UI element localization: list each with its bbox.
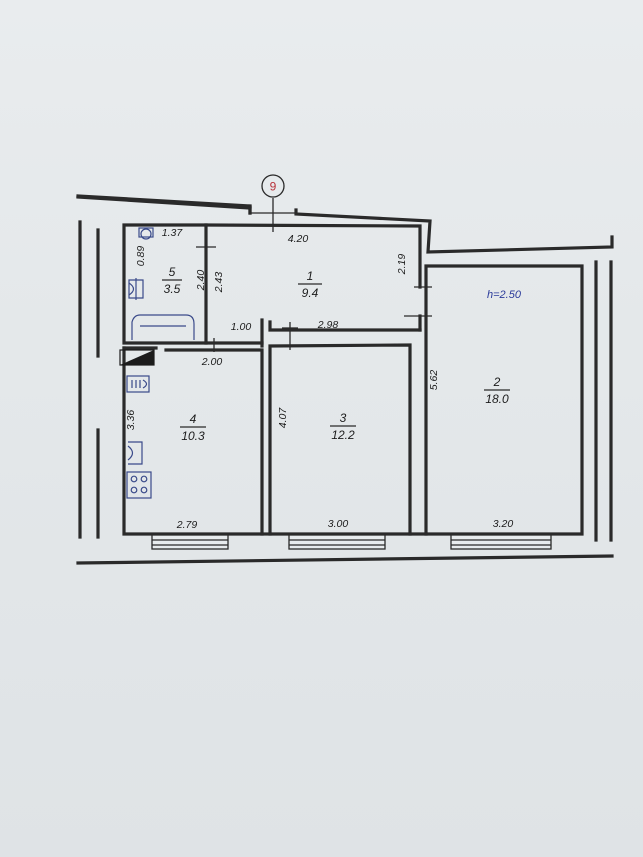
dim-room2-left: 5.62 <box>428 370 440 391</box>
dim-kitchen-bottom: 2.79 <box>176 519 198 531</box>
interior-walls <box>122 223 584 536</box>
room-4-area: 10.3 <box>181 429 205 443</box>
room-labels: 1 9.4 2 18.0 3 12.2 4 10.3 5 3.5 <box>162 265 510 443</box>
room-5-area: 3.5 <box>164 282 181 296</box>
dim-room3-left: 4.07 <box>277 407 289 429</box>
dim-hall-bottom-a: 1.00 <box>231 321 252 333</box>
kitchen-basin-icon <box>127 441 143 465</box>
room-4-number: 4 <box>190 412 197 426</box>
dim-room2-bottom: 3.20 <box>493 518 514 530</box>
dim-hall-left-a: 2.40 <box>195 270 207 292</box>
door-marks <box>196 238 432 352</box>
room-3-number: 3 <box>340 411 347 425</box>
dim-hall-right: 2.19 <box>396 254 408 276</box>
room-3-area: 12.2 <box>331 428 355 442</box>
room-3-label: 3 12.2 <box>330 411 356 442</box>
kitchen-sink-icon <box>126 375 150 393</box>
dim-hall-left-b: 2.43 <box>213 272 225 294</box>
window-room-3 <box>288 534 386 550</box>
vent-shaft-icon <box>119 349 155 366</box>
sink-icon <box>128 278 144 300</box>
room-2-label: 2 18.0 <box>484 375 510 406</box>
stove-icon <box>126 471 152 499</box>
room-5-label: 5 3.5 <box>162 265 182 296</box>
dim-bath-left: 0.89 <box>135 246 147 267</box>
bathtub-icon <box>131 314 195 340</box>
room-5-number: 5 <box>169 265 176 279</box>
ceiling-height-note: h=2.50 <box>487 289 522 301</box>
dim-room3-bottom: 3.00 <box>328 518 349 530</box>
dim-kitchen-top: 2.00 <box>201 356 223 368</box>
dim-bath-top: 1.37 <box>162 227 184 239</box>
room-2-area: 18.0 <box>485 392 509 406</box>
room-1-number: 1 <box>307 269 314 283</box>
dimension-labels: 4.20 2.19 2.40 2.43 1.00 2.98 1.37 0.89 … <box>125 227 513 531</box>
dim-kitchen-left: 3.36 <box>125 410 137 431</box>
room-1-label: 1 9.4 <box>298 269 322 300</box>
dim-hall-bottom-b: 2.98 <box>317 319 339 331</box>
room-2-number: 2 <box>493 375 501 389</box>
axis-marker: 9 <box>261 174 285 212</box>
exterior-walls <box>76 194 614 565</box>
room-1-area: 9.4 <box>302 286 319 300</box>
axis-marker-label: 9 <box>270 180 277 194</box>
window-top-hall <box>250 212 296 232</box>
dim-hall-top: 4.20 <box>288 233 309 245</box>
window-room-2 <box>450 534 552 550</box>
window-kitchen <box>151 534 229 550</box>
toilet-icon <box>138 227 154 240</box>
windows <box>151 212 552 550</box>
room-4-label: 4 10.3 <box>180 412 206 443</box>
